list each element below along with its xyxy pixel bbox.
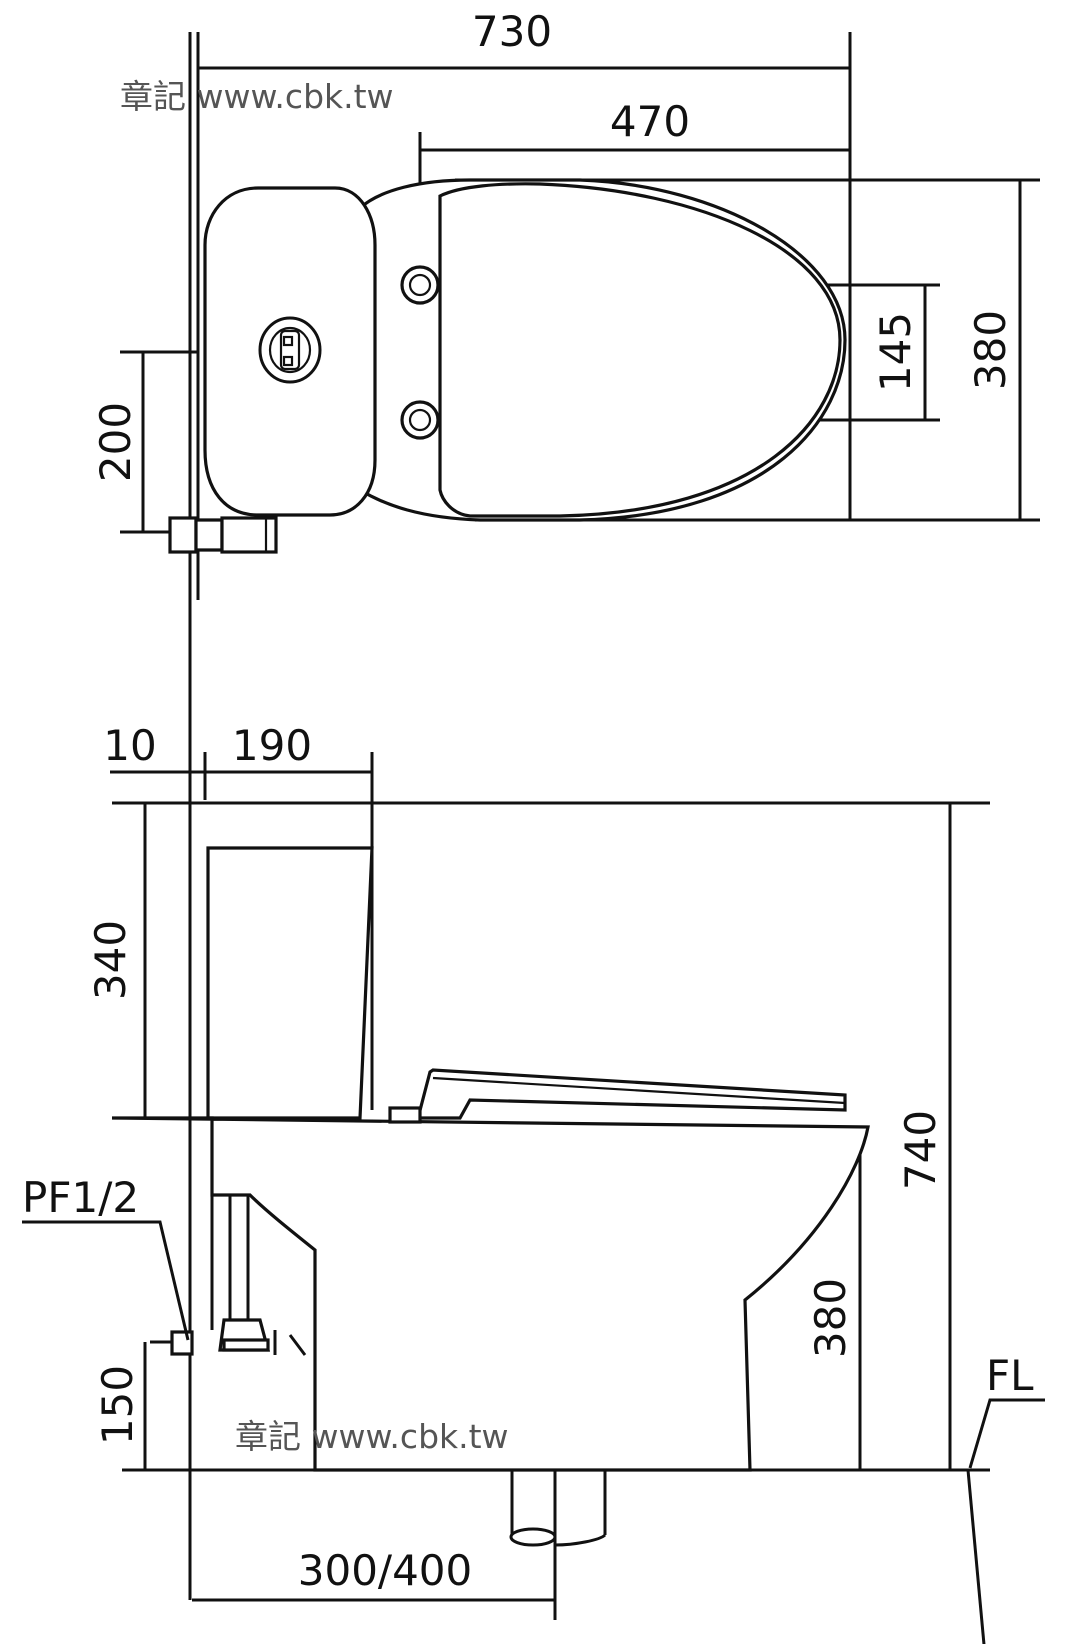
flush-button-icon [258, 316, 322, 384]
dim-wall-gap: 10 [103, 721, 156, 770]
side-view: 10 190 340 740 380 150 PF1/2 FL 300/400 … [22, 721, 1045, 1644]
dim-hinge-spacing: 145 [871, 312, 920, 392]
dim-seat-length: 470 [610, 97, 690, 146]
dim-overall-length: 730 [472, 7, 552, 56]
seat-hinge-bottom [400, 400, 440, 440]
dim-tank-depth: 190 [232, 721, 312, 770]
supply-pipe [210, 1195, 307, 1356]
tank-side [206, 846, 374, 1120]
floor-level-label: FL [986, 1351, 1034, 1400]
supply-thread-label: PF1/2 [22, 1173, 139, 1222]
dim-seat-width: 380 [966, 310, 1015, 390]
dim-supply-offset: 200 [91, 402, 140, 482]
watermark-top: 章記 www.cbk.tw [120, 77, 394, 116]
dim-total-height: 740 [896, 1110, 945, 1190]
seat-side [415, 1068, 847, 1120]
seat-hinge-side [388, 1106, 422, 1124]
watermark-bottom: 章記 www.cbk.tw [235, 1417, 509, 1456]
bowl-side [111, 1116, 870, 1472]
dim-tank-height: 340 [86, 920, 135, 1000]
dim-seat-height: 380 [806, 1278, 855, 1358]
seat-hinge-top [400, 265, 440, 305]
wall [188, 32, 200, 1600]
tank-outline [203, 186, 377, 517]
seat-outline [438, 182, 842, 518]
dim-rough-in: 300/400 [298, 1546, 472, 1595]
drain-outlet [509, 1470, 607, 1547]
angle-valve-top [168, 516, 278, 554]
dim-supply-height: 150 [93, 1365, 142, 1445]
top-view: 730 470 380 145 200 章記 www.cbk.tw [91, 7, 1040, 554]
